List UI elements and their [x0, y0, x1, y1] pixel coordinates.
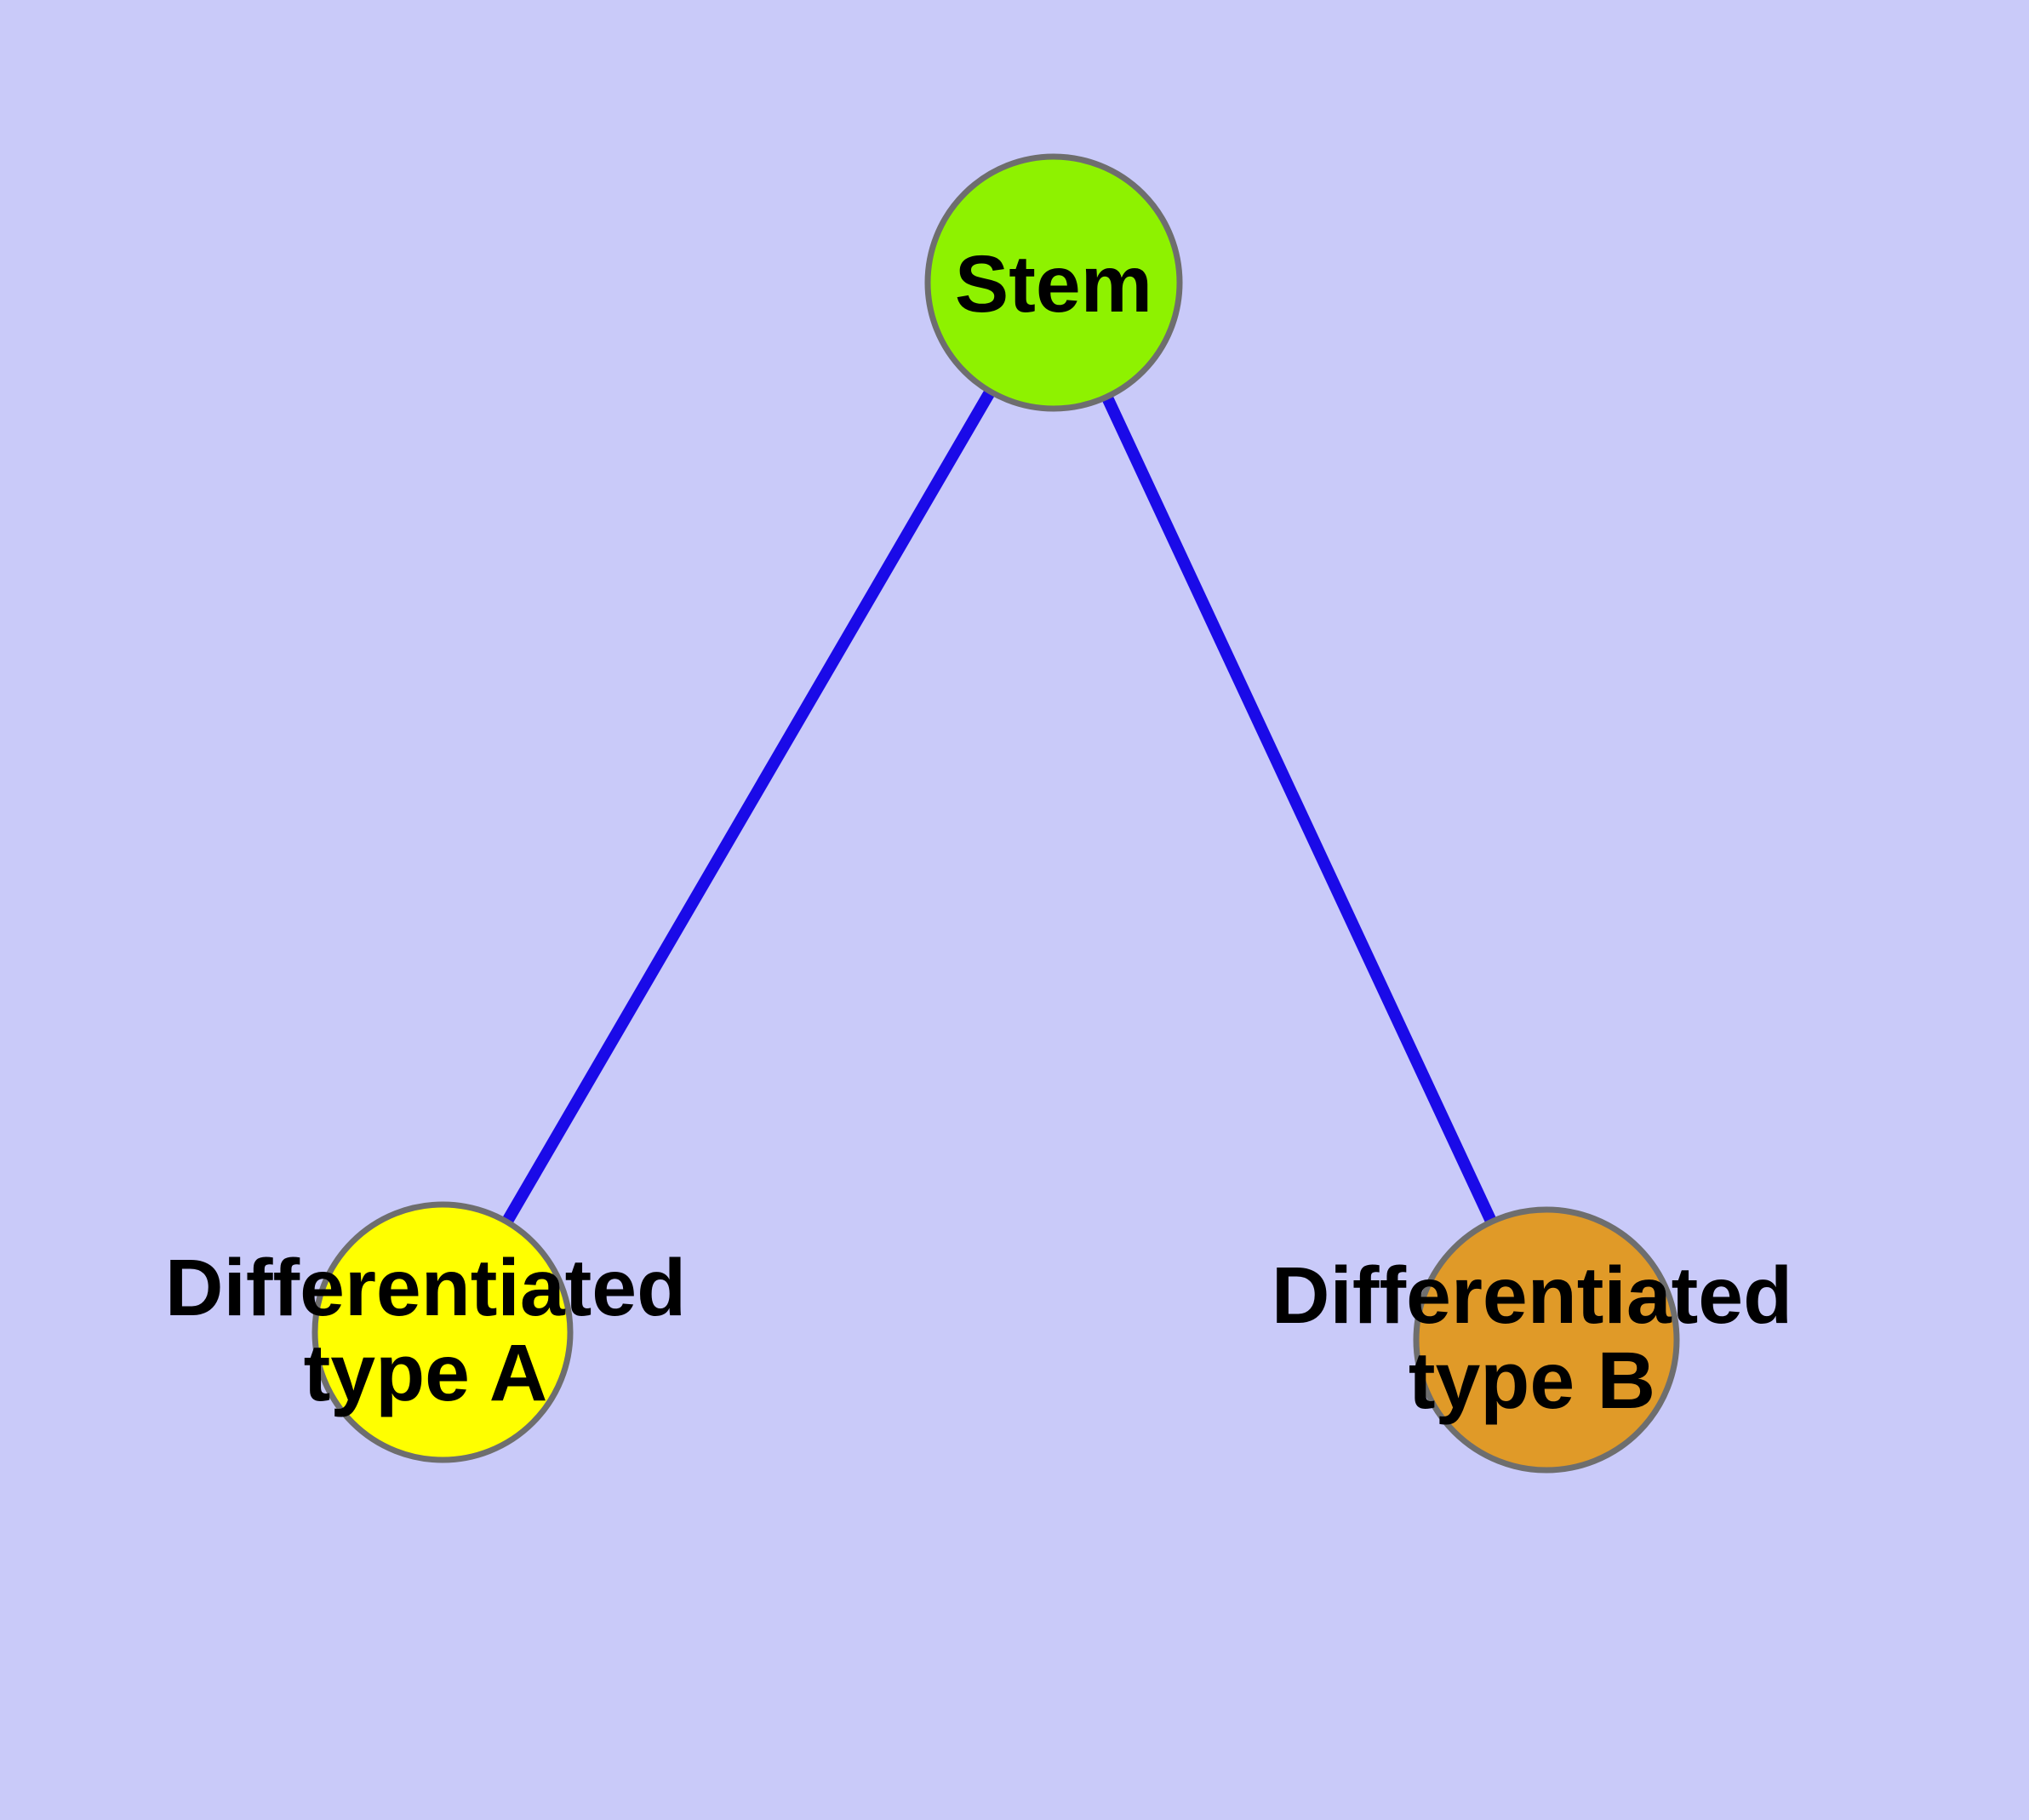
node-stem-circle[interactable] [924, 153, 1183, 412]
node-differentiated-type-a-label-line1: Differentiated [165, 1243, 686, 1333]
edge-layer [437, 279, 1552, 1342]
node-differentiated-type-b-circle[interactable] [1413, 1206, 1680, 1474]
edge-stem-to-differentiated-type-b[interactable] [1048, 280, 1552, 1342]
edge-stem-to-differentiated-type-a[interactable] [437, 279, 1060, 1336]
node-differentiated-type-b-label-line2: type B [1409, 1336, 1655, 1426]
node-stem[interactable] [924, 153, 1183, 412]
node-differentiated-type-b[interactable] [1413, 1206, 1680, 1474]
node-differentiated-type-b-label-line1: Differentiated [1272, 1251, 1792, 1341]
label-layer: Stem Differentiated type A Differentiate… [165, 239, 1792, 1426]
node-differentiated-type-a-label-line2: type A [304, 1328, 548, 1418]
node-differentiated-type-a[interactable] [311, 1201, 574, 1463]
node-differentiated-type-a-circle[interactable] [311, 1201, 574, 1463]
node-layer [311, 153, 1680, 1474]
node-stem-label: Stem [955, 239, 1152, 329]
